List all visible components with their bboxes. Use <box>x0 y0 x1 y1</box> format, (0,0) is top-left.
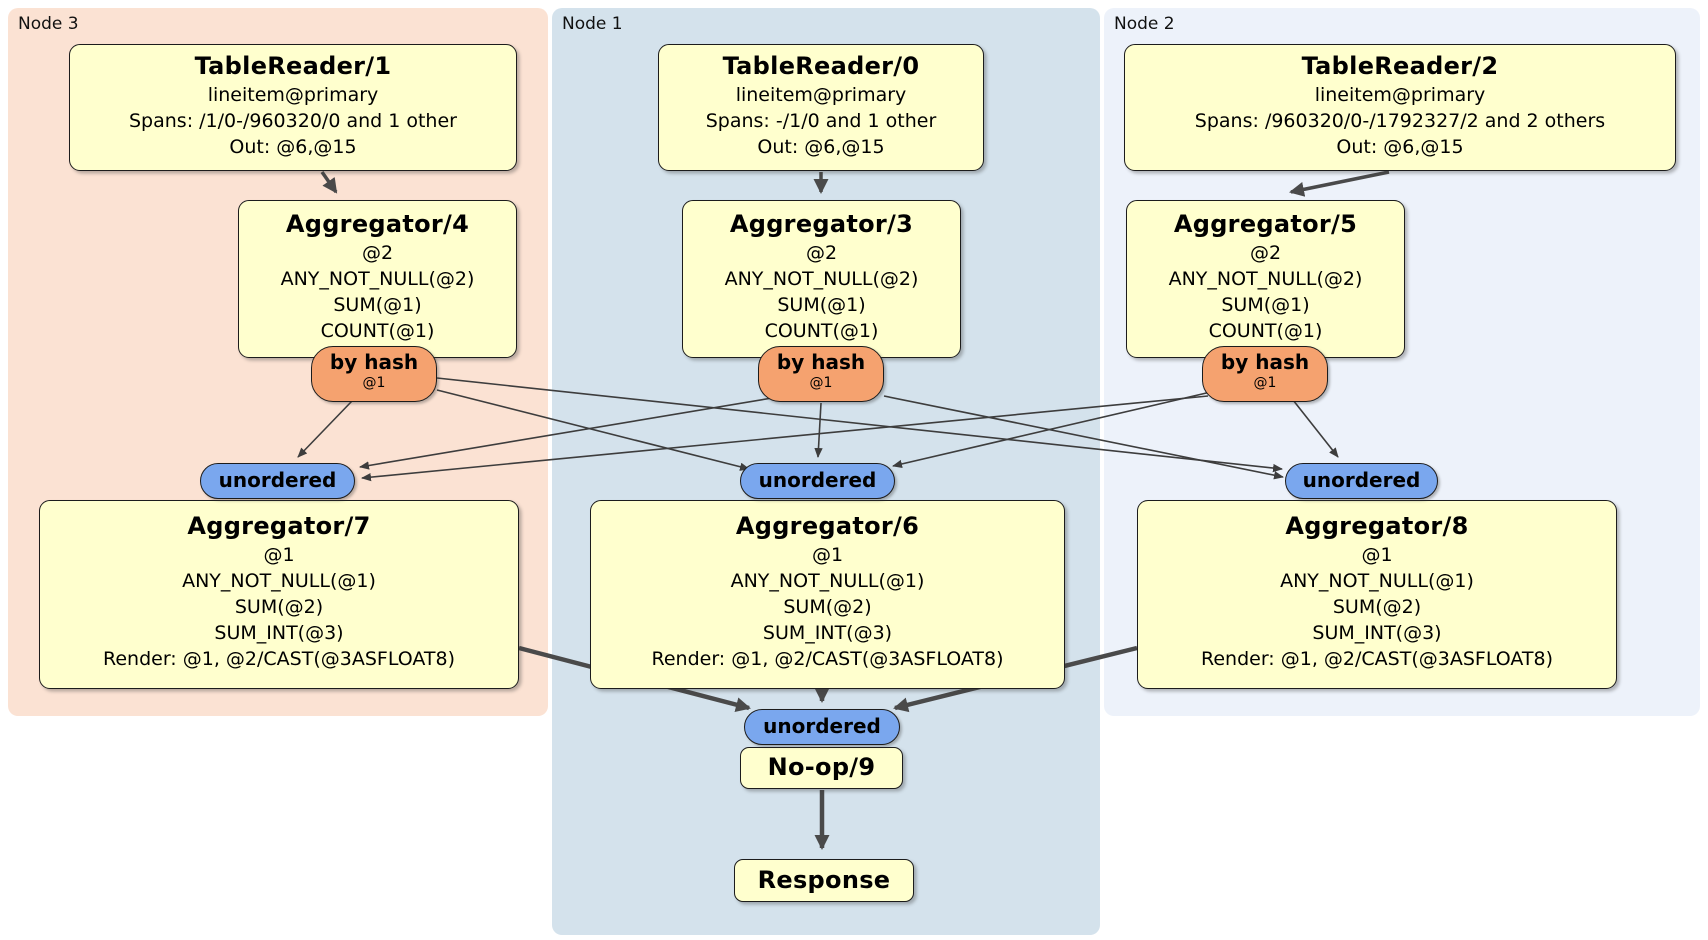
processor-render: Render: @1, @2/CAST(@3ASFLOAT8) <box>651 648 1004 670</box>
processor-title: Aggregator/4 <box>285 210 470 238</box>
processor-aggfunc: COUNT(@1) <box>320 320 435 342</box>
stream-unordered-6: unordered <box>740 463 895 499</box>
processor-aggfunc: ANY_NOT_NULL(@2) <box>1168 268 1363 290</box>
router-columns: @1 <box>362 375 386 391</box>
processor-title: Aggregator/7 <box>187 512 371 540</box>
panel-node1-label: Node 1 <box>562 14 623 34</box>
response-title: Response <box>757 866 891 894</box>
processor-aggfunc: SUM(@2) <box>1332 596 1422 618</box>
stream-unordered-8: unordered <box>1285 463 1438 499</box>
processor-aggregator-3: Aggregator/3 @2 ANY_NOT_NULL(@2) SUM(@1)… <box>682 200 961 358</box>
processor-spans: Spans: -/1/0 and 1 other <box>705 110 937 132</box>
processor-aggfunc: SUM_INT(@3) <box>1312 622 1442 644</box>
processor-groupcols: @2 <box>805 242 838 264</box>
processor-aggfunc: ANY_NOT_NULL(@1) <box>730 570 925 592</box>
processor-title: Aggregator/3 <box>729 210 914 238</box>
processor-groupcols: @2 <box>1249 242 1282 264</box>
processor-title: TableReader/2 <box>1301 52 1499 80</box>
processor-aggfunc: SUM(@2) <box>783 596 872 618</box>
edge-hash5-unordered7 <box>361 395 1209 482</box>
processor-aggregator-8: Aggregator/8 @1 ANY_NOT_NULL(@1) SUM(@2)… <box>1137 500 1617 689</box>
stream-unordered-7: unordered <box>200 463 355 499</box>
router-label: by hash <box>329 350 419 374</box>
processor-spans: Spans: /960320/0-/1792327/2 and 2 others <box>1194 110 1606 132</box>
processor-aggfunc: ANY_NOT_NULL(@1) <box>1280 570 1474 592</box>
processor-groupcols: @1 <box>1361 544 1393 566</box>
processor-render: Render: @1, @2/CAST(@3ASFLOAT8) <box>103 648 455 670</box>
processor-title: TableReader/1 <box>194 52 392 80</box>
router-by-hash-3: by hash @1 <box>758 346 884 402</box>
processor-aggfunc: SUM_INT(@3) <box>214 622 344 644</box>
edge-hash5-unordered6 <box>892 390 1216 469</box>
stream-label: unordered <box>763 714 881 738</box>
processor-out: Out: @6,@15 <box>757 136 885 158</box>
processor-title: No-op/9 <box>767 753 876 781</box>
processor-spans: Spans: /1/0-/960320/0 and 1 other <box>129 110 457 132</box>
processor-aggfunc: ANY_NOT_NULL(@2) <box>724 268 919 290</box>
processor-title: Aggregator/5 <box>1173 210 1358 238</box>
stream-label: unordered <box>758 468 877 492</box>
processor-aggregator-5: Aggregator/5 @2 ANY_NOT_NULL(@2) SUM(@1)… <box>1126 200 1405 358</box>
processor-aggfunc: ANY_NOT_NULL(@2) <box>280 268 475 290</box>
processor-groupcols: @2 <box>361 242 394 264</box>
processor-aggregator-4: Aggregator/4 @2 ANY_NOT_NULL(@2) SUM(@1)… <box>238 200 517 358</box>
processor-aggfunc: SUM(@1) <box>777 294 866 316</box>
response-box: Response <box>734 859 914 902</box>
processor-groupcols: @1 <box>811 544 844 566</box>
processor-index: lineitem@primary <box>207 84 379 106</box>
edge-hash4-unordered6 <box>436 389 750 471</box>
edge-hash4-unordered8 <box>436 377 1283 473</box>
router-by-hash-4: by hash @1 <box>311 346 437 402</box>
processor-groupcols: @1 <box>263 544 295 566</box>
processor-aggfunc: SUM_INT(@3) <box>762 622 893 644</box>
processor-title: Aggregator/8 <box>1285 512 1469 540</box>
edge-hash3-unordered6 <box>814 402 823 458</box>
router-label: by hash <box>1220 350 1310 374</box>
processor-aggfunc: SUM(@2) <box>234 596 324 618</box>
processor-aggregator-7: Aggregator/7 @1 ANY_NOT_NULL(@1) SUM(@2)… <box>39 500 519 689</box>
processor-noop-9: No-op/9 <box>740 747 903 789</box>
panel-node2-label: Node 2 <box>1114 14 1175 34</box>
stream-label: unordered <box>218 468 337 492</box>
edge-hash3-unordered7 <box>359 397 773 470</box>
edge-tablereader1-aggregator4 <box>320 170 338 194</box>
processor-aggfunc: SUM(@1) <box>333 294 422 316</box>
processor-aggregator-6: Aggregator/6 @1 ANY_NOT_NULL(@1) SUM(@2)… <box>590 500 1065 689</box>
processor-tablereader-0: TableReader/0 lineitem@primary Spans: -/… <box>658 44 984 171</box>
edge-hash4-unordered7 <box>297 400 353 458</box>
processor-tablereader-2: TableReader/2 lineitem@primary Spans: /9… <box>1124 44 1676 171</box>
processor-tablereader-1: TableReader/1 lineitem@primary Spans: /1… <box>69 44 517 171</box>
processor-aggfunc: COUNT(@1) <box>1208 320 1323 342</box>
edge-hash3-unordered8 <box>883 395 1284 480</box>
processor-render: Render: @1, @2/CAST(@3ASFLOAT8) <box>1201 648 1553 670</box>
router-columns: @1 <box>809 375 833 391</box>
router-columns: @1 <box>1253 375 1277 391</box>
stream-unordered-9: unordered <box>744 709 900 745</box>
edge-tablereader2-aggregator5 <box>1289 170 1390 197</box>
processor-aggfunc: SUM(@1) <box>1221 294 1310 316</box>
processor-out: Out: @6,@15 <box>229 136 357 158</box>
processor-aggfunc: COUNT(@1) <box>764 320 879 342</box>
panel-node3-label: Node 3 <box>18 14 79 34</box>
router-by-hash-5: by hash @1 <box>1202 346 1328 402</box>
processor-index: lineitem@primary <box>735 84 907 106</box>
router-label: by hash <box>776 350 866 374</box>
processor-aggfunc: ANY_NOT_NULL(@1) <box>182 570 376 592</box>
edge-hash5-unordered8 <box>1292 399 1339 458</box>
processor-out: Out: @6,@15 <box>1336 136 1464 158</box>
processor-index: lineitem@primary <box>1314 84 1486 106</box>
stream-label: unordered <box>1302 468 1421 492</box>
processor-title: Aggregator/6 <box>735 512 920 540</box>
processor-title: TableReader/0 <box>722 52 920 80</box>
